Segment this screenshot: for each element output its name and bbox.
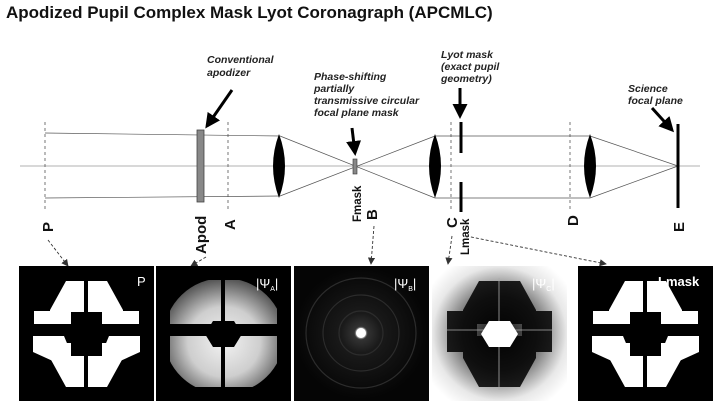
plane-label-e: E [671, 222, 688, 232]
svg-text:Lmask: Lmask [658, 274, 700, 289]
plane-label-b: B [364, 209, 381, 220]
panel-psi-a: |ΨA| [156, 266, 291, 401]
diagram-title: Apodized Pupil Complex Mask Lyot Coronag… [6, 3, 493, 22]
plane-label-a: A [222, 219, 239, 230]
lyot-mask-annotation: Lyot mask (exact pupil geometry) [440, 49, 502, 85]
focal-mask-annotation: Phase-shifting partially transmissive ci… [313, 71, 422, 119]
lens-2 [429, 134, 441, 198]
plane-label-lmask: Lmask [460, 218, 472, 255]
science-plane-annotation: Science focal plane [628, 83, 683, 107]
panel-psi-b: |ΨB| [294, 266, 429, 401]
plane-label-fmask: Fmask [352, 185, 364, 222]
plane-label-c: C [444, 217, 461, 228]
plane-label-p: P [40, 222, 57, 232]
plane-label-d: D [565, 215, 582, 226]
svg-text:|ΨA|: |ΨA| [256, 276, 278, 293]
plane-label-apod: Apod [193, 216, 210, 254]
svg-text:|ΨB|: |ΨB| [394, 276, 416, 293]
focal-plane-mask [352, 158, 358, 175]
panel-pointer-arrows [47, 225, 607, 267]
panel-lmask: Lmask [578, 266, 713, 401]
plane-markers [44, 122, 571, 210]
panel-p: P [19, 266, 154, 401]
light-rays [44, 132, 679, 199]
apodizer-annotation: Conventional apodizer [207, 54, 276, 79]
lens-1 [273, 134, 285, 198]
panel-psi-c: |ΨC| [432, 266, 567, 401]
apodizer-element [196, 129, 205, 203]
lens-3 [584, 134, 596, 198]
svg-text:|ΨC|: |ΨC| [532, 276, 555, 293]
annotation-arrows [205, 88, 675, 156]
svg-text:P: P [137, 274, 146, 289]
